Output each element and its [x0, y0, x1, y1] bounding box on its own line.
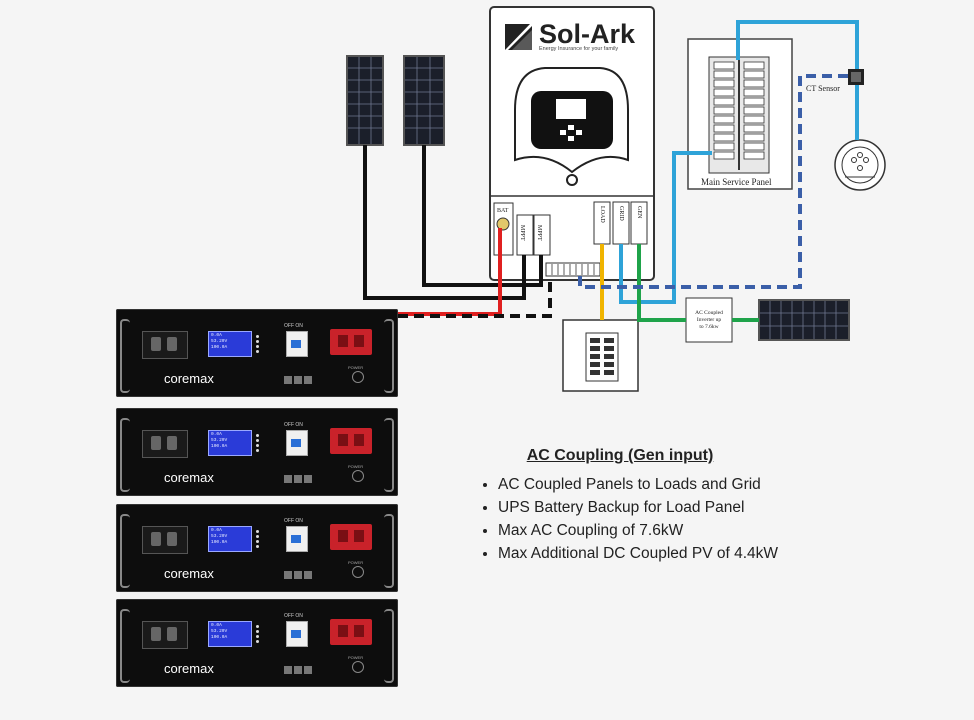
main-service-panel-label: Main Service Panel: [701, 177, 772, 187]
handle-icon: [384, 514, 394, 588]
power-label: POWER: [348, 464, 364, 469]
solar-panel-left: [346, 55, 384, 146]
caption-bullet: Max Additional DC Coupled PV of 4.4kW: [498, 542, 836, 565]
main-service-panel: [687, 38, 793, 190]
terminal-block: [142, 526, 188, 554]
caption-bullet: Max AC Coupling of 7.6kW: [498, 519, 836, 542]
caption-bullet-list: AC Coupled Panels to Loads and Grid UPS …: [476, 473, 836, 565]
handle-icon: [120, 319, 130, 393]
handle-icon: [384, 418, 394, 492]
caption-bullet: AC Coupled Panels to Loads and Grid: [498, 473, 836, 496]
breaker-switch[interactable]: [286, 331, 308, 357]
comm-ports: [284, 371, 324, 384]
solar-panel-ac-coupled: [758, 299, 850, 341]
terminal-label-grid: GRID: [618, 206, 624, 221]
power-button-icon[interactable]: [352, 566, 364, 578]
status-leds: [256, 528, 272, 554]
caption-title: AC Coupling (Gen input): [526, 447, 714, 464]
power-label: POWER: [348, 655, 364, 660]
status-leds: [256, 432, 272, 458]
terminal-label-load: LOAD: [599, 206, 605, 223]
terminal-label-mppt2: MPPT: [536, 225, 542, 241]
ct-sensor-label: CT Sensor: [806, 84, 840, 93]
power-terminals: [330, 524, 372, 550]
ac-coupled-inverter-box: [685, 297, 733, 343]
breaker-switch[interactable]: [286, 430, 308, 456]
breaker-switch[interactable]: [286, 621, 308, 647]
battery-brand: coremax: [164, 470, 214, 485]
status-leds: [256, 623, 272, 649]
logo-tagline: Energy Insurance for your family: [539, 46, 618, 52]
battery-brand: coremax: [164, 661, 214, 676]
solar-panel-right: [403, 55, 445, 146]
sol-ark-logo-icon: [505, 24, 532, 50]
power-terminals: [330, 619, 372, 645]
breaker-labels: OFF ON: [284, 613, 303, 619]
power-button-icon[interactable]: [352, 470, 364, 482]
battery-brand: coremax: [164, 371, 214, 386]
power-terminals: [330, 329, 372, 355]
handle-icon: [120, 514, 130, 588]
handle-icon: [384, 319, 394, 393]
ct-sensor: [848, 69, 864, 85]
breaker-switch[interactable]: [286, 526, 308, 552]
terminal-label-gen: GEN: [636, 206, 642, 219]
load-panel: [562, 319, 639, 392]
handle-icon: [120, 418, 130, 492]
power-button-icon[interactable]: [352, 371, 364, 383]
terminal-block: [142, 430, 188, 458]
power-label: POWER: [348, 365, 364, 370]
inverter: [489, 6, 655, 281]
power-terminals: [330, 428, 372, 454]
power-button-icon[interactable]: [352, 661, 364, 673]
breaker-labels: OFF ON: [284, 422, 303, 428]
keypad-icon: [560, 125, 582, 141]
battery-brand: coremax: [164, 566, 214, 581]
utility-meter-icon: [834, 139, 886, 191]
breaker-labels: OFF ON: [284, 323, 303, 329]
power-label: POWER: [348, 560, 364, 565]
caption-bullet: UPS Battery Backup for Load Panel: [498, 496, 836, 519]
comm-ports: [284, 661, 324, 674]
breaker-labels: OFF ON: [284, 518, 303, 524]
terminal-label-mppt1: MPPT: [519, 225, 525, 241]
comm-ports: [284, 470, 324, 483]
logo-text: Sol-Ark: [539, 19, 636, 49]
terminal-label-bat: BAT: [497, 208, 509, 214]
handle-icon: [384, 609, 394, 683]
terminal-block: [142, 331, 188, 359]
status-leds: [256, 333, 272, 359]
handle-icon: [120, 609, 130, 683]
comm-ports: [284, 566, 324, 579]
terminal-block: [142, 621, 188, 649]
caption-block: AC Coupling (Gen input) AC Coupled Panel…: [476, 447, 836, 565]
